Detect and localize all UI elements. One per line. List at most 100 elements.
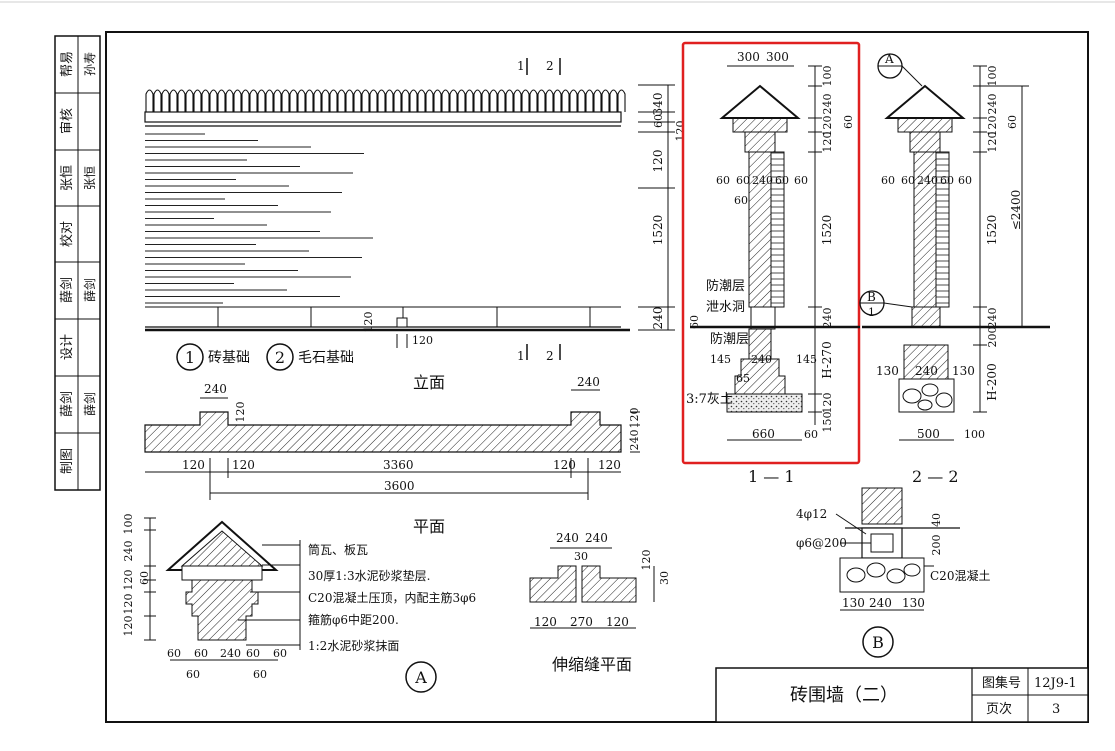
roof-tile: [521, 89, 530, 112]
s11-mid-240: 240: [752, 174, 773, 187]
detA-dim-100: 100: [122, 514, 135, 535]
detA-bot-60a: 60: [167, 647, 181, 660]
legend-num-1: 1: [185, 348, 195, 367]
sidebar-role-6: 薛剑: [59, 391, 75, 417]
sidebar-role-2: 张恒: [60, 165, 75, 191]
s22-dim-100: 100: [986, 66, 999, 87]
s22-callout-A: A: [884, 52, 894, 66]
joint-right-30: 30: [658, 571, 671, 585]
joint-bot-270: 270: [570, 615, 593, 629]
legend-circle-1: [176, 343, 204, 371]
s22-h200: H-200: [985, 363, 999, 400]
detA-bot-60b: 60: [194, 647, 208, 660]
roof-tile: [201, 89, 210, 112]
s11-dim-120-bot: 120: [821, 393, 834, 414]
s22-mid-60b: 60: [901, 174, 915, 187]
roof-tile: [537, 89, 546, 112]
elev-dim-60: 60: [652, 114, 665, 128]
s11-lime-soil: 3:7灰土: [686, 392, 733, 407]
sidebar-sign-4: 薛剑: [82, 278, 97, 302]
plan-dim-3360: 3360: [383, 458, 414, 472]
roof-tile: [385, 89, 394, 112]
roof-tile: [241, 89, 250, 112]
sidebar-role-4: 薛剑: [59, 277, 75, 303]
section-mark-1-bottom: 1: [517, 349, 525, 363]
roof-tile: [449, 89, 458, 112]
elev-dim-1520: 1520: [651, 215, 665, 246]
s11-dim-60-ground: 60: [688, 315, 701, 329]
elev-dim-foot: 120: [412, 334, 433, 347]
detB-bot-130a: 130: [842, 596, 865, 610]
roof-tile: [457, 89, 466, 112]
section-mark-2-bottom: 2: [546, 349, 554, 363]
roof-tile: [281, 89, 290, 112]
roof-tile: [553, 89, 562, 112]
detA-note-4: 1:2水泥砂浆抹面: [308, 638, 399, 653]
sidebar-role-3: 校对: [59, 221, 75, 247]
roof-tile: [185, 89, 194, 112]
s11-top-300a: 300: [737, 50, 760, 64]
roof-tile: [345, 89, 354, 112]
s11-mid-60c: 60: [775, 174, 789, 187]
title-name: 砖围墙（二）: [790, 685, 898, 706]
s11-dim-240b: 240: [821, 308, 834, 329]
roof-tile: [225, 89, 234, 112]
roof-tiles: [145, 89, 626, 112]
s22-dim-120b: 120: [986, 132, 999, 153]
s11-mid-60-low: 60: [734, 194, 748, 207]
s11-base-145b: 145: [796, 353, 817, 366]
s22-mid-240: 240: [917, 174, 938, 187]
s22-mid-60c: 60: [940, 174, 954, 187]
s22-dim-1520: 1520: [985, 215, 999, 246]
detA-note-3: 箍筋φ6中距200.: [308, 612, 399, 627]
roof-tile: [337, 89, 346, 112]
detB-bot-240: 240: [869, 596, 892, 610]
elevation-title: 立面: [413, 373, 445, 392]
roof-tile: [369, 89, 378, 112]
roof-tile: [169, 89, 178, 112]
s11-title: 1 — 1: [748, 467, 795, 486]
roof-tile: [545, 89, 554, 112]
s11-base-240: 240: [751, 353, 772, 366]
roof-tile: [433, 89, 442, 112]
plan-dim-120a: 120: [182, 458, 205, 472]
s11-top-300b: 300: [766, 50, 789, 64]
s22-title: 2 — 2: [912, 467, 959, 486]
joint-top-240a: 240: [556, 531, 579, 545]
roof-tile: [401, 89, 410, 112]
s22-width-500: 500: [917, 427, 940, 441]
title-page-label: 页次: [986, 701, 1012, 717]
detail-a: 100 240 120 60 120 120 60 60 240 60 60 6…: [122, 514, 476, 693]
legend-num-2: 2: [275, 348, 285, 367]
roof-tile: [217, 89, 226, 112]
title-page-no: 3: [1052, 702, 1060, 717]
legend-rubble-foundation: 毛石基础: [298, 349, 354, 366]
section-1-1: 300 300 100 240 120 60 120 1520 240 60 H…: [681, 41, 861, 486]
roof-tile: [465, 89, 474, 112]
joint-top-240b: 240: [585, 531, 608, 545]
roof-tile: [393, 89, 402, 112]
roof-tile: [145, 89, 154, 112]
roof-tile: [617, 89, 626, 112]
s22-dim-120a: 120: [986, 116, 999, 137]
plan-dim-240-right-side: 240: [628, 430, 641, 451]
wall-render-lines: [145, 133, 373, 304]
detA-note-2: C20混凝土压顶，内配主筋3φ6: [308, 590, 476, 605]
roof-tile: [193, 89, 202, 112]
s11-dim-150: 150: [821, 412, 834, 433]
detA-bot2-60a: 60: [186, 668, 200, 681]
detB-concrete: C20混凝土: [930, 568, 990, 583]
title-block: 砖围墙（二） 图集号 12J9-1 页次 3: [715, 667, 1089, 723]
s22-base-240: 240: [915, 364, 938, 378]
plan-title: 平面: [413, 517, 445, 536]
roof-tile: [585, 89, 594, 112]
s11-dim-65: 65: [736, 372, 750, 385]
s22-dim-240b: 240: [986, 308, 999, 329]
detA-note-0: 筒瓦、板瓦: [308, 542, 368, 557]
detA-dim-120b: 120: [122, 594, 135, 615]
plan-dim-240-left: 240: [204, 382, 227, 396]
detB-label: B: [872, 633, 884, 652]
detA-bot-60c: 60: [246, 647, 260, 660]
section-mark-1-top: 1: [517, 59, 525, 73]
s22-dim-60: 60: [1006, 115, 1019, 129]
